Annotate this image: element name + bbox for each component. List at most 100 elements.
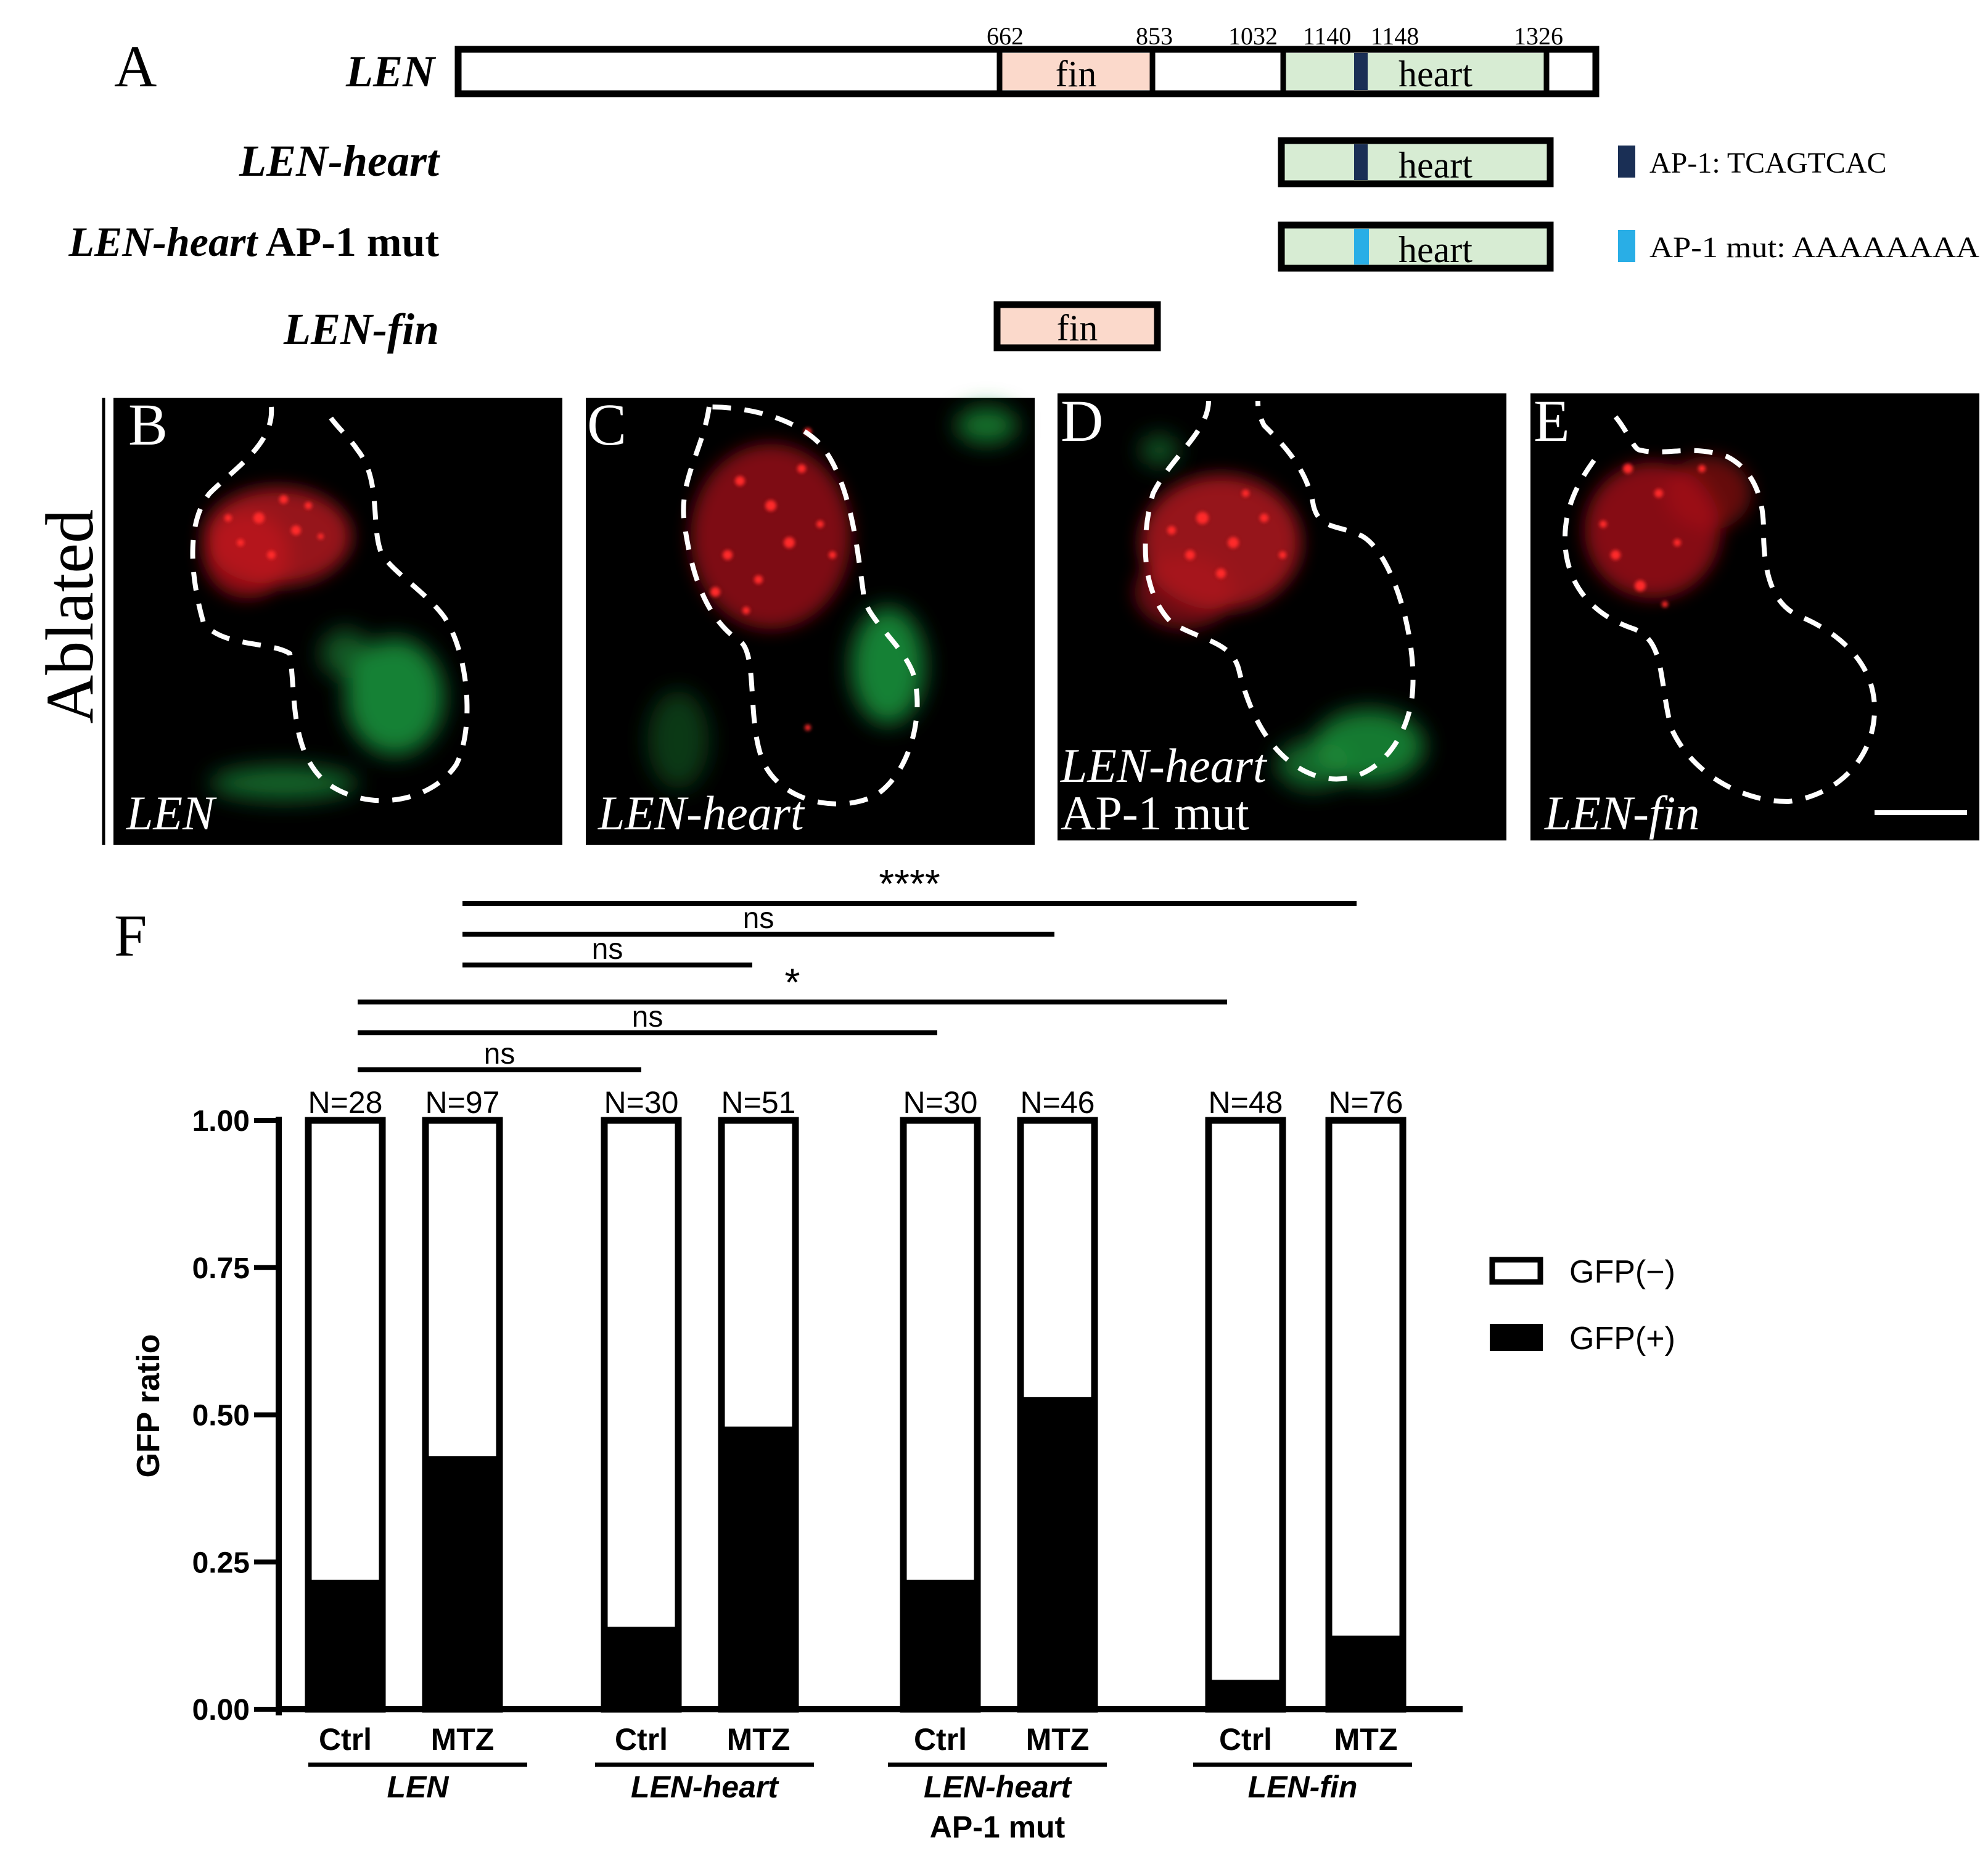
y-tick-label: 0.75	[192, 1252, 250, 1285]
micrograph-e-background	[1530, 393, 1979, 840]
legend-swatch-gfp-negative	[1489, 1257, 1543, 1285]
group-label: LEN-heart	[631, 1770, 779, 1804]
gfp-ratio-chart: 0.00 0.25 0.50 0.75 1.00 N=28 N=97 N=30 N=51 N=3…	[131, 861, 1463, 1844]
construct-label-len: LEN	[345, 47, 437, 96]
len-heart-region	[1283, 53, 1546, 90]
micrograph-c: C LEN-heart	[586, 392, 1035, 845]
position-853: 853	[1136, 22, 1173, 50]
comparison-label: ns	[484, 1038, 515, 1070]
len-fin-region	[1000, 53, 1152, 90]
position-1032: 1032	[1228, 22, 1278, 50]
position-1148: 1148	[1371, 22, 1419, 50]
x-category-label: MTZ	[727, 1722, 791, 1757]
comparison-label: *	[785, 960, 800, 1004]
x-category-label: MTZ	[1026, 1722, 1090, 1757]
construct-len-fin: fin	[993, 301, 1161, 351]
group-label-line2: AP-1 mut	[930, 1810, 1066, 1844]
comparison-label: ns	[592, 933, 623, 966]
n-label: N=97	[425, 1085, 500, 1120]
position-1326: 1326	[1514, 22, 1563, 50]
panel-label-b: B	[128, 392, 168, 458]
heart-outline-e	[1563, 415, 1878, 805]
bar-gfp-positive	[422, 1456, 503, 1709]
n-label: N=51	[721, 1085, 796, 1120]
heart-outline-b	[190, 406, 470, 803]
bar-gfp-positive	[1017, 1397, 1098, 1709]
len-fin-region-text: fin	[1057, 308, 1098, 348]
x-category-label: MTZ	[431, 1722, 495, 1757]
x-category-label: Ctrl	[914, 1722, 967, 1757]
bar-gfp-positive	[601, 1627, 681, 1709]
len-heart-region-text: heart	[1399, 145, 1473, 186]
y-axis-title: GFP ratio	[131, 1334, 166, 1477]
position-1140: 1140	[1303, 22, 1352, 50]
x-category-label: Ctrl	[319, 1722, 372, 1757]
n-label: N=48	[1209, 1085, 1283, 1120]
panel-a: A LEN LEN-heart LEN-heart AP-1 mut LEN-f…	[68, 22, 1979, 354]
group-label: LEN-heart	[924, 1770, 1072, 1804]
position-662: 662	[987, 22, 1024, 50]
x-category-label: Ctrl	[615, 1722, 668, 1757]
ablated-row-label: Ablated	[32, 509, 107, 724]
panel-label-f: F	[114, 903, 147, 969]
x-category-label: MTZ	[1334, 1722, 1398, 1757]
n-label: N=76	[1329, 1085, 1403, 1120]
ap1-mut-key-label: AP-1 mut: AAAAAAAA	[1649, 231, 1979, 264]
bar-gfp-positive	[305, 1579, 385, 1709]
micrograph-row: Ablated B LEN	[32, 388, 1979, 845]
micrograph-d-caption-line1: LEN-heart	[1060, 739, 1268, 792]
schematic-key: AP-1: TCAGTCAC AP-1 mut: AAAAAAAA	[1618, 146, 1979, 264]
micrograph-b-background	[113, 398, 562, 845]
bar-gfp-positive	[718, 1426, 799, 1709]
micrograph-b-caption: LEN	[126, 786, 217, 840]
construct-label-len-fin: LEN-fin	[283, 305, 439, 354]
micrograph-e: E LEN-fin	[1530, 388, 1979, 840]
comparison-label: ns	[632, 1001, 663, 1033]
len-heart-text: heart	[1399, 54, 1473, 94]
n-label: N=30	[903, 1085, 978, 1120]
micrograph-d: D LEN-heart AP-1 mut	[1058, 388, 1506, 840]
y-tick-label: 0.50	[192, 1400, 250, 1432]
group-label: LEN	[387, 1770, 450, 1804]
panel-label-c: C	[587, 392, 626, 458]
bar-gfp-negative	[1205, 1117, 1286, 1713]
len-heart-ap1-mut-site	[1354, 229, 1369, 265]
construct-len-heart-ap1-mut: heart	[1278, 221, 1554, 272]
panel-label-a: A	[114, 33, 157, 99]
y-tick-label: 0.00	[192, 1694, 250, 1727]
heart-outline-d	[1143, 400, 1416, 782]
construct-label-len-heart-ap1-mut: LEN-heart AP-1 mut	[68, 218, 439, 265]
micrograph-b: B LEN	[113, 392, 562, 845]
len-ap1-site	[1354, 53, 1368, 90]
ap1-key-swatch	[1618, 146, 1635, 178]
micrograph-d-caption-line2: AP-1 mut	[1061, 786, 1249, 840]
legend-swatch-gfp-positive	[1490, 1324, 1543, 1351]
panel-label-d: D	[1061, 388, 1103, 454]
len-heart-mut-region-text: heart	[1399, 229, 1473, 270]
x-category-label: Ctrl	[1219, 1722, 1272, 1757]
bar-gfp-positive	[900, 1579, 980, 1709]
bar-gfp-positive	[1206, 1680, 1286, 1709]
ap1-key-label: AP-1: TCAGTCAC	[1649, 147, 1887, 179]
len-fin-text: fin	[1056, 54, 1097, 94]
x-axis-labels: Ctrl MTZ Ctrl MTZ Ctrl MTZ Ctrl MTZ	[319, 1722, 1397, 1757]
n-label: N=28	[308, 1085, 383, 1120]
group-label: LEN-fin	[1248, 1770, 1358, 1804]
construct-label-len-heart: LEN-heart	[239, 136, 440, 186]
bars	[305, 1117, 1407, 1713]
ap1-mut-key-swatch	[1618, 230, 1635, 262]
panel-label-e: E	[1534, 388, 1570, 454]
len-heart-ap1-site	[1354, 144, 1368, 180]
n-label: N=30	[604, 1085, 679, 1120]
y-tick-label: 1.00	[192, 1105, 250, 1138]
y-tick-label: 0.25	[192, 1546, 250, 1579]
legend-label-gfp-negative: GFP(−)	[1569, 1254, 1675, 1290]
panel-f: F 0.00 0.25 0.50 0.75 1.00 N=28 N=97 N=30 N=51 N…	[114, 861, 1675, 1844]
chart-legend: GFP(−) GFP(+)	[1489, 1254, 1675, 1357]
legend-label-gfp-positive: GFP(+)	[1569, 1321, 1675, 1357]
bar-gfp-negative	[601, 1117, 682, 1713]
